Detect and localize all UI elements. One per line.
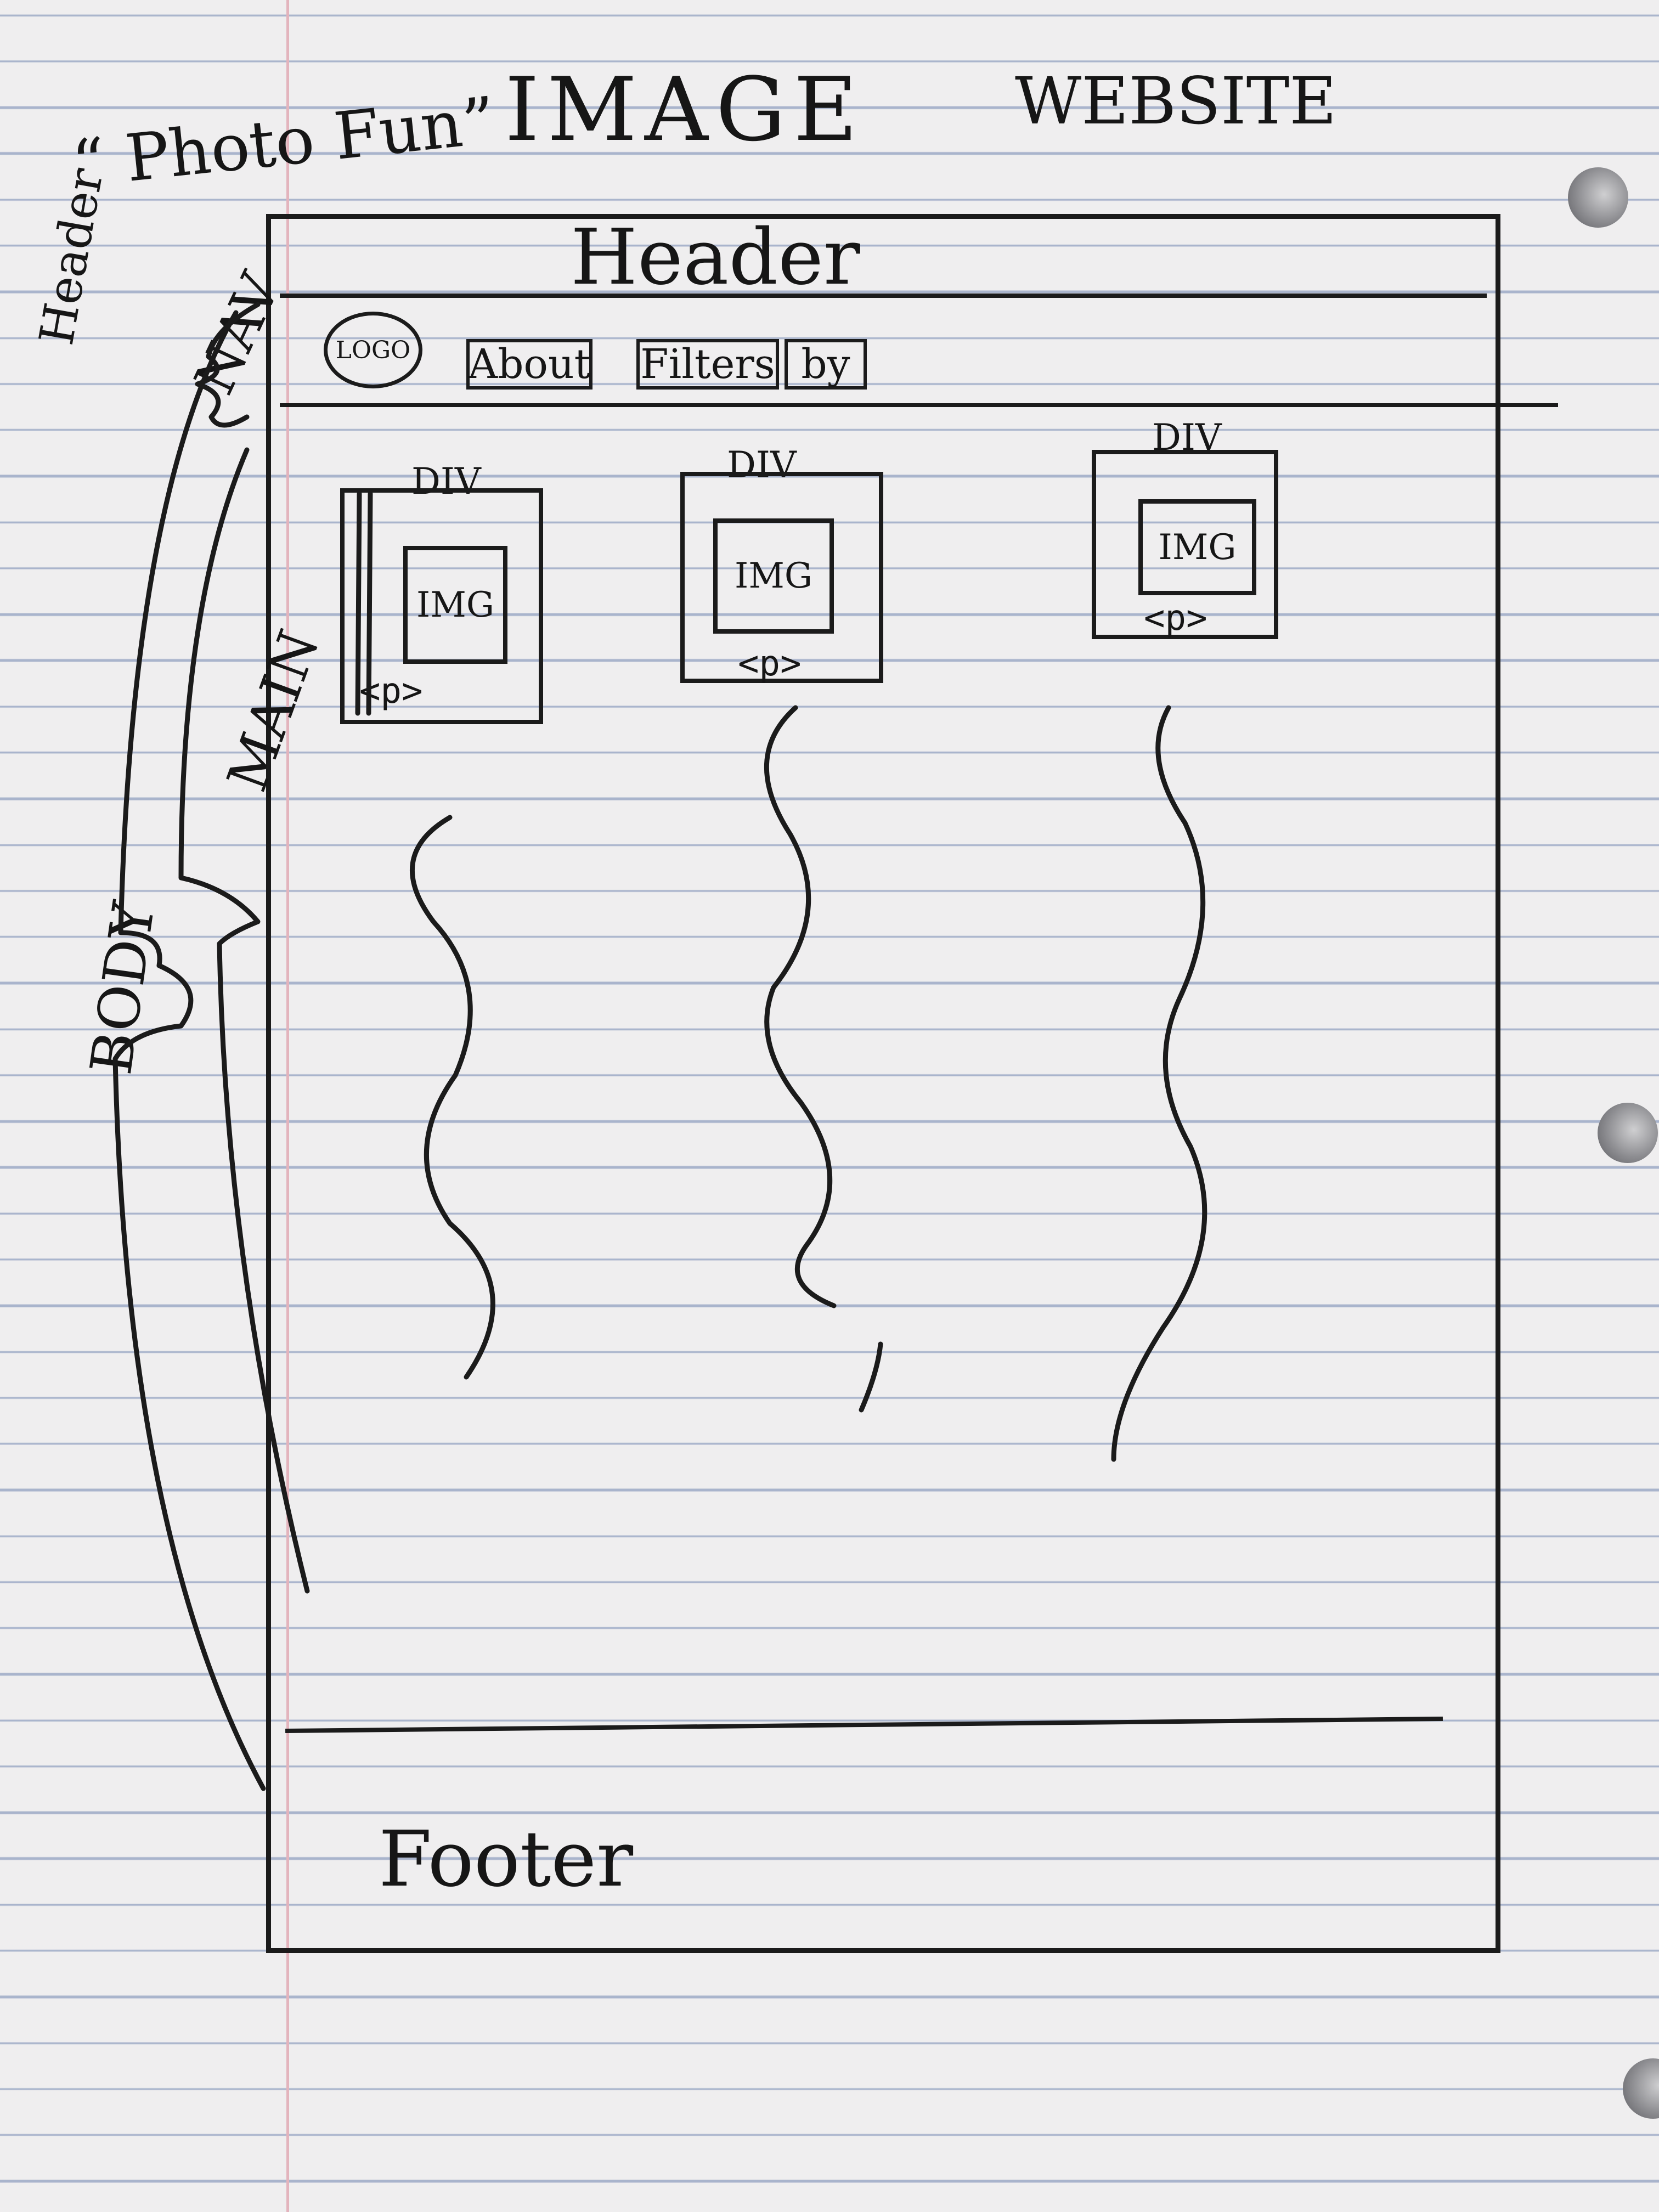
card-3-div-label: DIV	[1152, 416, 1222, 459]
header-divider	[280, 294, 1487, 298]
main-brace	[178, 447, 310, 1594]
card-3-image-placeholder[interactable]: IMG	[1138, 499, 1256, 595]
logo[interactable]: LOGO	[324, 312, 422, 388]
nav-divider	[280, 403, 1558, 407]
card-2	[680, 472, 883, 683]
card-2-image-placeholder[interactable]: IMG	[713, 518, 834, 634]
card-1-image-placeholder[interactable]: IMG	[403, 546, 507, 664]
paper-margin-line	[286, 0, 289, 2212]
card-3-paragraph: <p>	[1144, 598, 1207, 639]
title-main: IMAGE	[505, 58, 866, 161]
body-brace	[112, 310, 266, 1791]
nav-brace	[195, 302, 261, 428]
content-squiggle-2-tail	[859, 1341, 883, 1413]
content-squiggle-1	[409, 815, 495, 1380]
card-1-div-label: DIV	[411, 460, 481, 503]
content-squiggle-2	[764, 705, 837, 1308]
nav-by[interactable]: by	[785, 339, 867, 390]
header-label: Header	[571, 213, 860, 302]
title-tail: WEBSITE	[1015, 63, 1337, 139]
punch-hole-top	[1568, 167, 1628, 228]
card-2-div-label: DIV	[727, 444, 797, 486]
card-3	[1092, 450, 1278, 639]
footer-label: Footer	[379, 1815, 634, 1904]
card-1	[340, 488, 543, 724]
nav-filters[interactable]: Filters	[636, 339, 779, 390]
card-1-left-bar	[355, 491, 373, 716]
nav-about[interactable]: About	[466, 339, 592, 390]
card-2-paragraph: <p>	[738, 644, 802, 684]
punch-hole-middle	[1598, 1103, 1658, 1163]
page-frame	[266, 214, 1500, 1953]
content-squiggle-3	[1111, 705, 1207, 1462]
